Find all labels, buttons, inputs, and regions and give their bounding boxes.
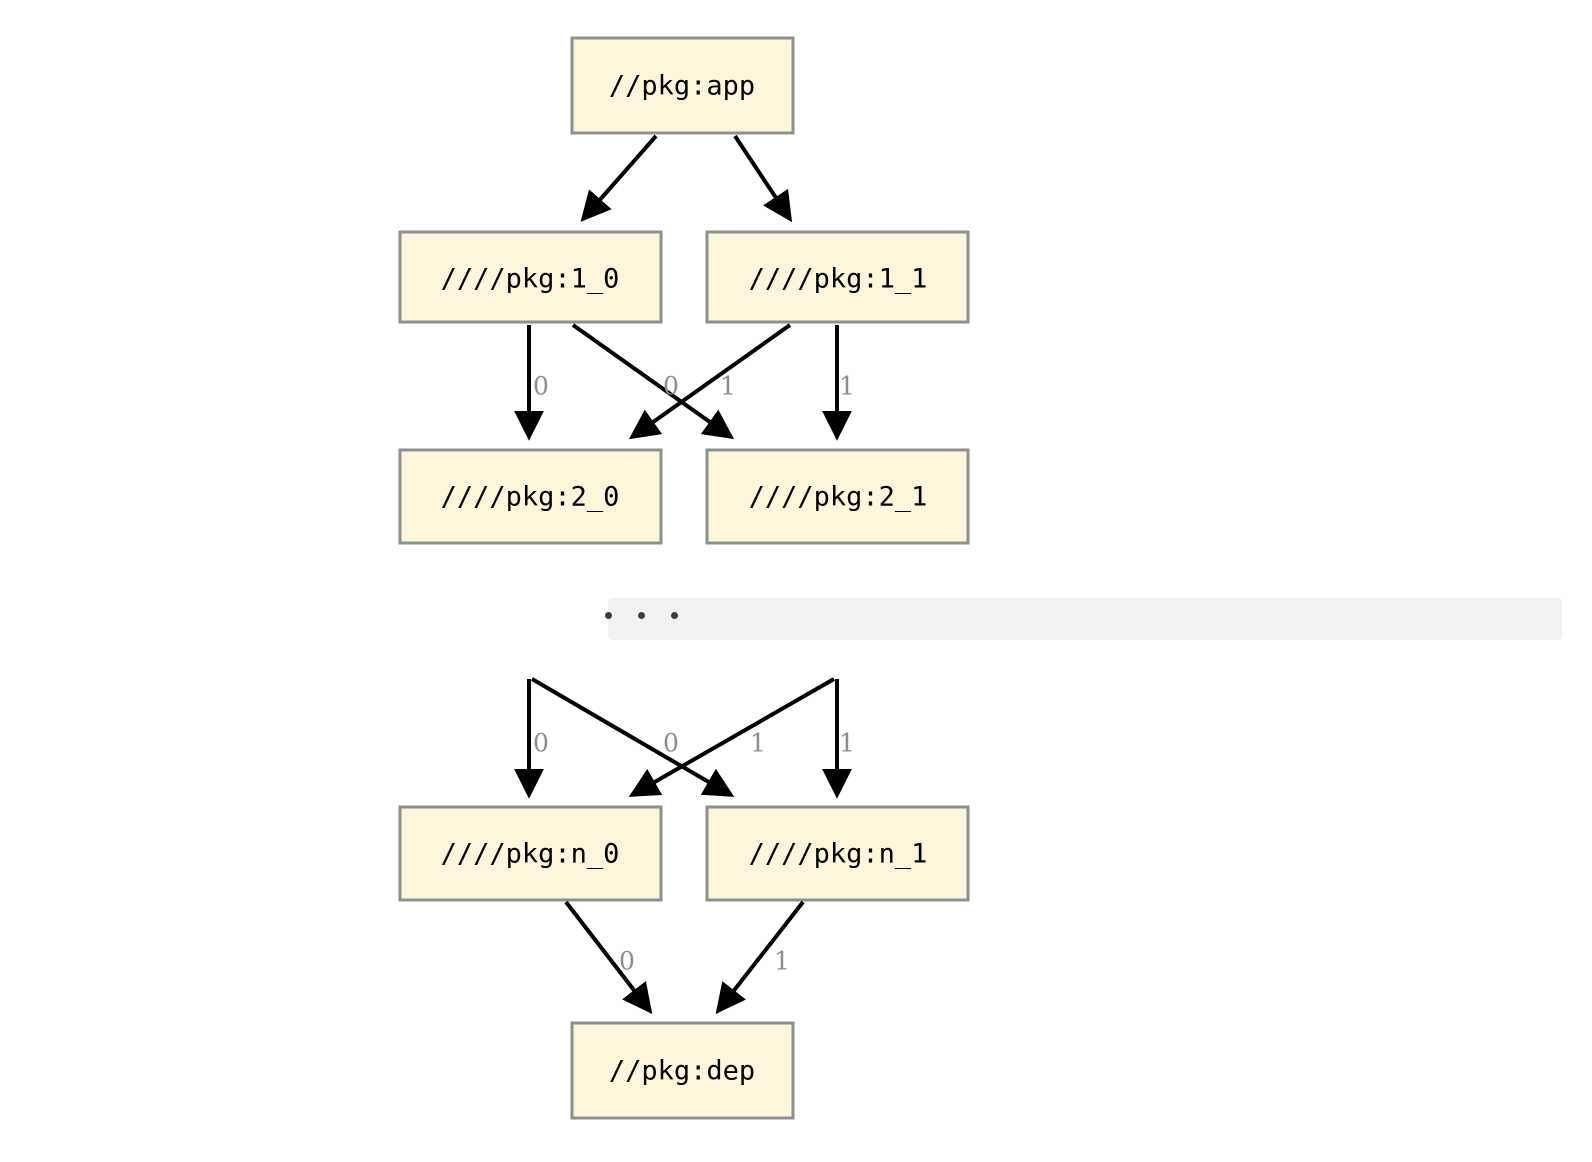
ellipsis-dot-2 (638, 612, 645, 619)
edge-pkg-n-0-to-dep (564, 900, 653, 1014)
edge-hidden-to-pkg-n-1-cross (530, 677, 735, 797)
node-box-pkg-2-0[interactable] (398, 448, 663, 545)
node-dep[interactable] (570, 1021, 795, 1120)
node-box-dep[interactable] (570, 1021, 795, 1120)
ellipsis-band (608, 598, 1562, 640)
node-box-pkg-1-1[interactable] (705, 230, 970, 324)
node-pkg-2-1[interactable] (705, 448, 970, 545)
node-pkg-n-1[interactable] (705, 805, 970, 902)
edge-app-to-pkg-1-0 (580, 134, 658, 222)
node-pkg-2-0[interactable] (398, 448, 663, 545)
edge-pkg-1-1-to-pkg-2-0 (628, 323, 792, 440)
edge-pkg-n-1-to-dep (715, 900, 805, 1014)
node-box-app[interactable] (570, 36, 795, 135)
ellipsis-dot-1 (605, 612, 612, 619)
node-box-pkg-n-1[interactable] (705, 805, 970, 902)
edge-app-to-pkg-1-1 (733, 134, 793, 223)
edge-pkg-1-0-to-pkg-2-1 (571, 323, 735, 440)
node-pkg-n-0[interactable] (398, 805, 663, 902)
node-pkg-1-1[interactable] (705, 230, 970, 324)
ellipsis-dot-3 (671, 612, 678, 619)
node-app[interactable] (570, 36, 795, 135)
ellipsis-dots (605, 612, 678, 619)
node-box-pkg-2-1[interactable] (705, 448, 970, 545)
node-box-pkg-n-0[interactable] (398, 805, 663, 902)
node-pkg-1-0[interactable] (398, 230, 663, 324)
edge-hidden-to-pkg-n-0-cross (628, 677, 835, 797)
node-box-pkg-1-0[interactable] (398, 230, 663, 324)
